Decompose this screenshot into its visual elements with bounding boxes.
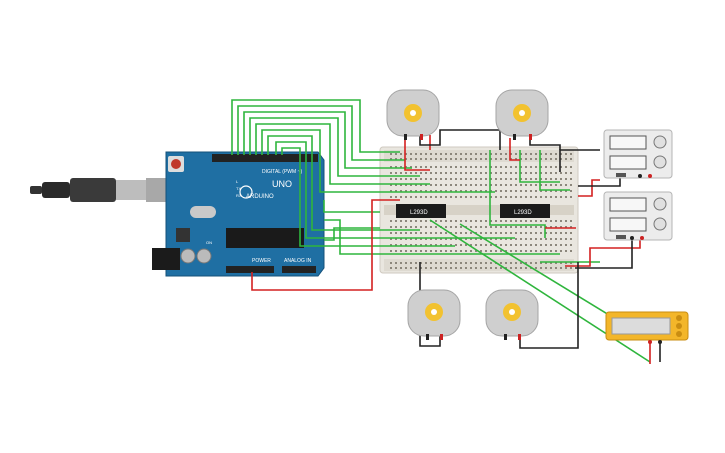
arduino-logo: ARDUINO <box>246 194 274 200</box>
power-supply-top[interactable] <box>603 129 673 179</box>
uno-label: UNO <box>272 179 292 189</box>
analog-label: ANALOG IN <box>284 258 312 264</box>
digital-label: DIGITAL (PWM ~) <box>262 169 302 175</box>
red-wires <box>251 135 651 364</box>
power-supply-bottom[interactable] <box>603 191 673 241</box>
analog-header <box>282 266 316 273</box>
power-label: POWER <box>252 258 271 264</box>
motor-bottom-right[interactable] <box>485 289 539 340</box>
on-label: ON <box>206 240 212 245</box>
usb-cable <box>30 178 168 202</box>
l293d-chip-left[interactable]: L293D <box>396 204 446 218</box>
arduino-board[interactable]: ARDUINO UNO DIGITAL (PWM ~) POWER ANALOG… <box>152 151 325 277</box>
motor-bottom-left[interactable] <box>407 289 461 340</box>
green-wires <box>231 99 651 363</box>
power-jack <box>152 248 180 270</box>
motor-top-right[interactable] <box>495 89 549 140</box>
atmega-chip <box>226 228 304 248</box>
l293d-chip-right[interactable]: L293D <box>500 204 550 218</box>
battery-pack[interactable] <box>605 311 689 344</box>
digital-header <box>212 154 318 162</box>
motor-top-left[interactable] <box>386 89 440 140</box>
chip-right-label: L293D <box>514 210 532 216</box>
crystal <box>190 206 216 218</box>
power-header <box>226 266 274 273</box>
tx-label: TX <box>236 186 241 191</box>
rx-label: RX <box>236 193 242 198</box>
chip-left-label: L293D <box>410 210 428 216</box>
l-label: L <box>236 179 239 184</box>
